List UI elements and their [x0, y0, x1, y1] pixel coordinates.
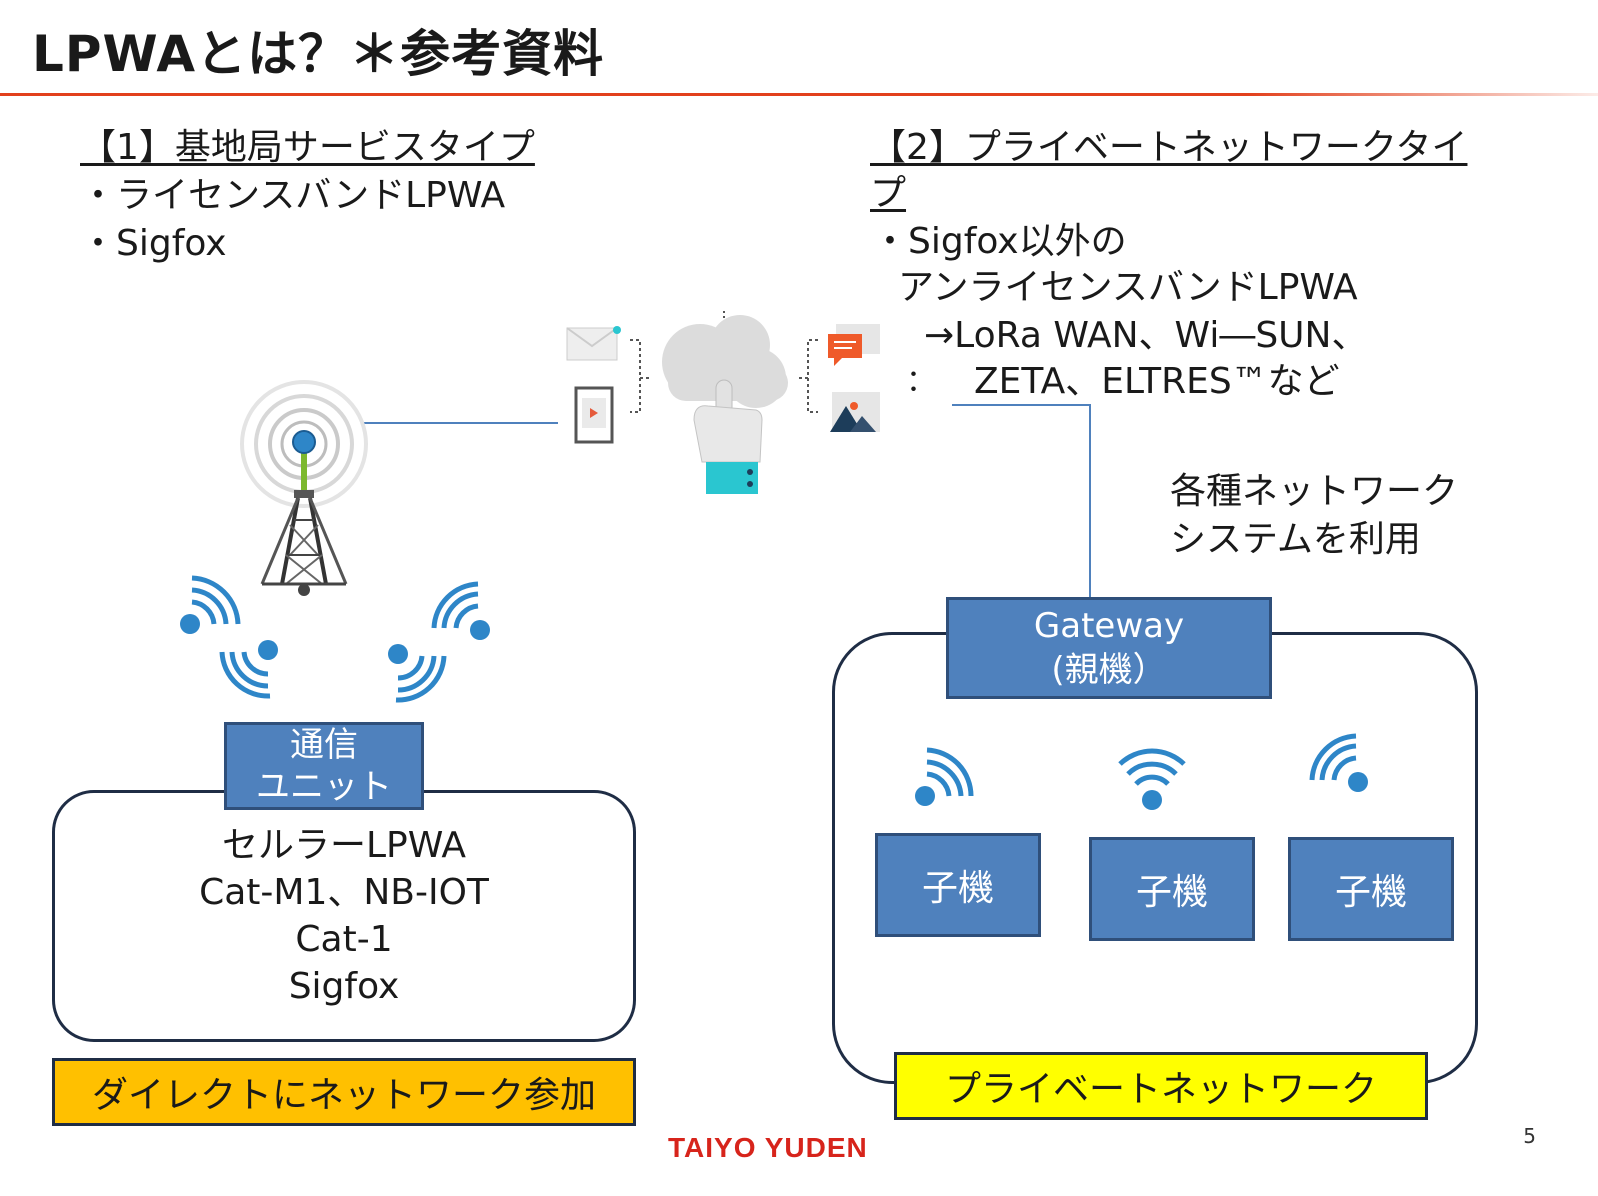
radio-tower-icon [260, 430, 348, 596]
child-device-box: 子機 [1288, 837, 1454, 941]
comm-unit-label-1: 通信 [290, 725, 358, 765]
wifi-icon [180, 575, 241, 634]
right-heading-line1: 【2】プライベートネットワークタイ [870, 127, 1468, 168]
gateway-box: Gateway (親機） [946, 597, 1272, 699]
gateway-label-2: (親機） [1051, 650, 1167, 690]
left-bullet-2: ・Sigfox [80, 223, 227, 264]
right-line-4: ZETA、ELTRES™など [974, 361, 1340, 402]
right-bracket-icon [796, 339, 818, 413]
wifi-icon [1118, 748, 1186, 810]
private-network-label: プライベートネットワーク [894, 1052, 1428, 1120]
gateway-label-1: Gateway [1033, 606, 1185, 646]
chat-icon [828, 324, 880, 366]
right-line-2: アンライセンスバンドLPWA [898, 267, 1358, 308]
left-bracket-icon [630, 339, 652, 413]
cellular-item: Cat-M1、NB-IOT [199, 872, 489, 913]
wifi-icon [431, 581, 490, 640]
image-icon [830, 392, 880, 432]
left-heading: 【1】基地局サービスタイプ [80, 127, 535, 168]
right-line-4-prefix: ： [906, 364, 936, 399]
right-line-1: ・Sigfox以外の [872, 221, 1127, 262]
child-device-box: 子機 [875, 833, 1041, 937]
wifi-icon [388, 644, 447, 703]
right-line-3: →LoRa WAN、Wi―SUN、 [924, 315, 1368, 356]
left-bullet-1: ・ライセンスバンドLPWA [80, 175, 506, 216]
brand-logo: TAIYO YUDEN [668, 1132, 868, 1163]
comm-unit-box: 通信 ユニット [224, 722, 424, 810]
touch-hand-icon [693, 379, 763, 494]
cellular-item: Sigfox [288, 966, 400, 1007]
mail-icon [566, 326, 621, 361]
right-heading-line2: プ [870, 173, 907, 214]
comm-unit-label-2: ユニット [256, 767, 392, 807]
cloud-gateway-link [952, 404, 1091, 598]
child-device-box: 子機 [1089, 837, 1255, 941]
cellular-item: Cat-1 [295, 919, 393, 960]
video-icon [574, 386, 614, 444]
network-note-line1: 各種ネットワーク [1170, 471, 1459, 512]
cellular-item: セルラーLPWA [221, 825, 467, 866]
wifi-icon [1309, 733, 1368, 792]
title-divider [0, 93, 1598, 96]
direct-network-label: ダイレクトにネットワーク参加 [52, 1058, 636, 1126]
page-number: 5 [1523, 1124, 1536, 1148]
cloud-icon [662, 311, 788, 408]
wifi-icon [219, 640, 278, 699]
page-title: LPWAとは？＊参考資料 [32, 25, 605, 83]
network-note-line2: システムを利用 [1170, 519, 1421, 560]
wifi-icon [915, 747, 974, 806]
cellular-list: セルラーLPWA Cat-M1、NB-IOT Cat-1 Sigfox [52, 822, 636, 1010]
